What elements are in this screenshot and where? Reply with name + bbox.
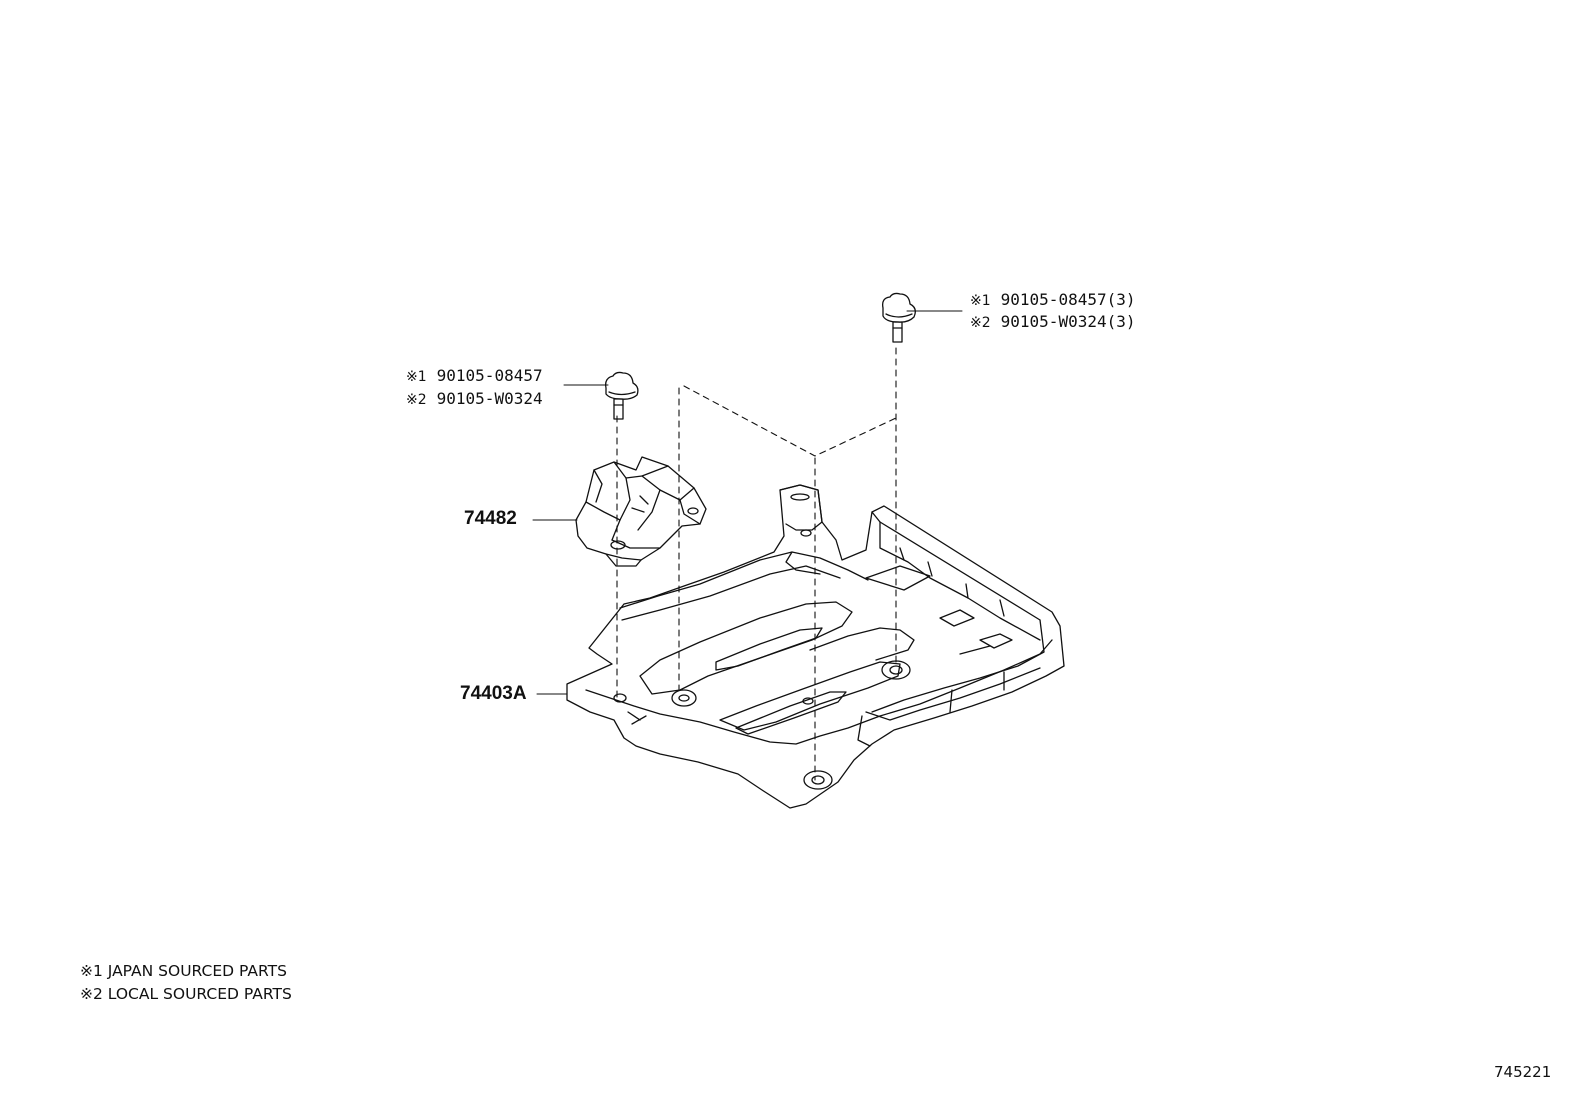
footnote-japan-sourced: ※1 JAPAN SOURCED PARTS bbox=[80, 962, 287, 980]
leader-lines bbox=[533, 311, 962, 694]
bolt-left bbox=[606, 372, 638, 419]
part-number: 90105-W0324(3) bbox=[1000, 312, 1136, 331]
part-number: 90105-08457(3) bbox=[1000, 290, 1136, 309]
bolt-right bbox=[883, 293, 916, 342]
callout-bolt-left-line2: ※2 90105-W0324 bbox=[406, 388, 543, 411]
part-number: 90105-W0324 bbox=[436, 389, 543, 408]
part-number: 90105-08457 bbox=[436, 366, 543, 385]
diagram-reference-number: 745221 bbox=[1494, 1063, 1552, 1081]
marker: ※2 bbox=[406, 392, 427, 408]
cover-74403A bbox=[567, 485, 1064, 808]
marker: ※2 bbox=[970, 315, 991, 331]
callout-cover-74403A: 74403A bbox=[460, 683, 527, 704]
marker: ※1 bbox=[970, 293, 991, 309]
callout-bolt-right-line2: ※2 90105-W0324(3) bbox=[970, 311, 1136, 334]
callout-bracket-74482: 74482 bbox=[464, 508, 517, 529]
marker: ※1 bbox=[406, 369, 427, 385]
assembly-guide-lines bbox=[617, 348, 896, 780]
bracket-74482 bbox=[576, 457, 706, 566]
callout-bolt-left-line1: ※1 90105-08457 bbox=[406, 365, 543, 388]
callout-bolt-right-line1: ※1 90105-08457(3) bbox=[970, 289, 1136, 312]
footnote-local-sourced: ※2 LOCAL SOURCED PARTS bbox=[80, 985, 292, 1003]
